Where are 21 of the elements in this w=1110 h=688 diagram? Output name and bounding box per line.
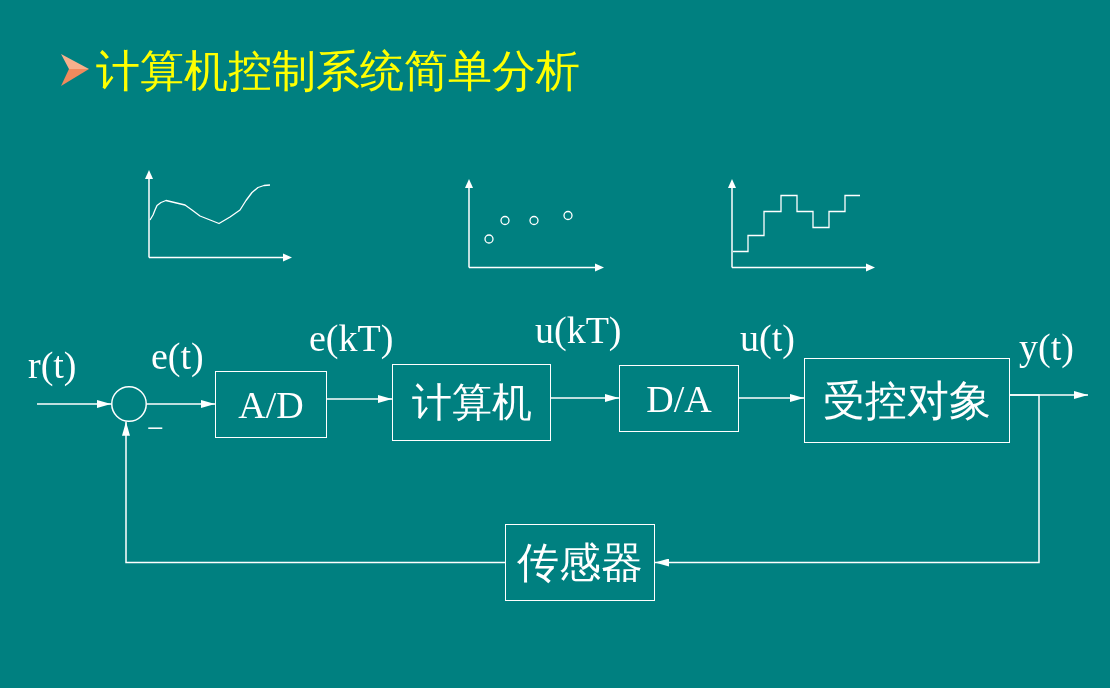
process-box: 传感器 xyxy=(505,524,655,601)
edge-label: u(t) xyxy=(740,319,795,357)
process-box: D/A xyxy=(619,365,739,432)
arrow xyxy=(550,394,620,402)
arrow xyxy=(326,395,393,403)
arrow xyxy=(654,394,1040,567)
arrow xyxy=(146,400,216,408)
title: 计算机控制系统简单分析 xyxy=(96,49,580,93)
process-box: A/D xyxy=(215,371,327,438)
process-box: 受控对象 xyxy=(804,358,1010,443)
edge-label: u(kT) xyxy=(535,311,622,349)
edge-label: e(kT) xyxy=(309,319,394,357)
arrow xyxy=(36,400,112,408)
edge-label: r(t) xyxy=(28,346,77,384)
edge-label: e(t) xyxy=(151,337,204,375)
summing-junction-circle xyxy=(111,386,147,422)
edge-label: y(t) xyxy=(1019,328,1074,366)
arrow xyxy=(738,394,805,402)
arrow xyxy=(122,421,506,564)
process-box: 计算机 xyxy=(392,364,551,441)
minus-sign: − xyxy=(147,413,164,443)
